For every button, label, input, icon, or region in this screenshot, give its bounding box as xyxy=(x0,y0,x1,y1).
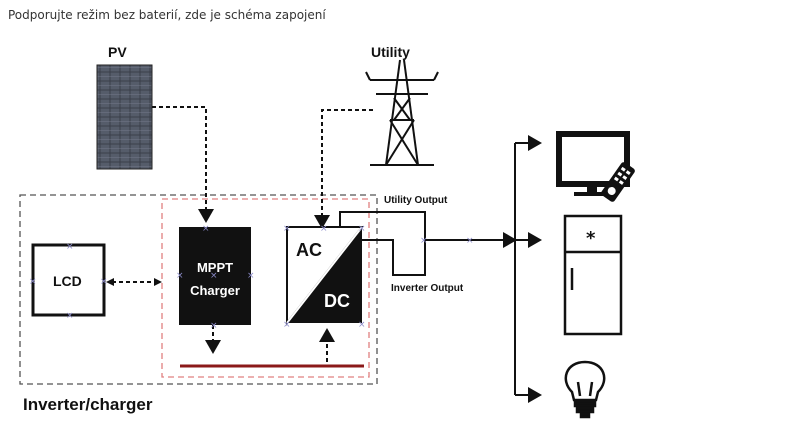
refrigerator-icon: * xyxy=(563,214,623,336)
inverter-output-line xyxy=(362,239,426,276)
pv-to-mppt-arrow xyxy=(152,106,214,223)
solar-panel-icon xyxy=(96,64,153,170)
inverter-output-label: Inverter Output xyxy=(391,283,464,294)
svg-text:×: × xyxy=(210,271,218,281)
svg-text:×: × xyxy=(247,271,255,281)
svg-text:×: × xyxy=(100,277,108,287)
svg-text:×: × xyxy=(66,311,74,321)
utility-to-ac-arrow xyxy=(314,109,373,229)
ac-dc-converter xyxy=(286,226,365,326)
svg-text:×: × xyxy=(283,224,291,234)
lcd-label: LCD xyxy=(53,273,82,289)
svg-text:*: * xyxy=(586,228,596,249)
lcd-box xyxy=(31,243,106,317)
svg-text:×: × xyxy=(466,236,474,246)
pv-label: PV xyxy=(108,44,127,60)
svg-text:×: × xyxy=(210,321,218,331)
dc-label: DC xyxy=(324,291,350,311)
charger-label: Charger xyxy=(190,283,240,298)
svg-text:×: × xyxy=(29,277,37,287)
inverter-charger-label: Inverter/charger xyxy=(23,395,153,414)
svg-text:×: × xyxy=(66,242,74,252)
svg-text:×: × xyxy=(202,224,210,234)
utility-tower-icon xyxy=(365,59,439,166)
light-bulb-icon xyxy=(564,360,606,419)
converter-box xyxy=(161,198,370,378)
remote-icon xyxy=(601,162,635,202)
svg-text:×: × xyxy=(358,224,366,234)
utility-output-label: Utility Output xyxy=(384,195,448,206)
connection-markers: × × × × × × × × × × × × × × × × xyxy=(29,224,474,331)
svg-text:×: × xyxy=(176,271,184,281)
svg-text:×: × xyxy=(283,320,291,330)
page-caption: Podporujte režim bez baterií, zde je sch… xyxy=(8,8,326,22)
mppt-charger-box xyxy=(179,227,251,325)
mppt-label: MPPT xyxy=(197,260,233,275)
ac-label: AC xyxy=(296,240,322,260)
svg-text:×: × xyxy=(320,224,328,234)
utility-label: Utility xyxy=(371,44,410,60)
svg-text:×: × xyxy=(358,320,366,330)
utility-output-line xyxy=(339,211,426,240)
svg-text:×: × xyxy=(420,236,428,246)
inverter-charger-box xyxy=(19,194,378,385)
